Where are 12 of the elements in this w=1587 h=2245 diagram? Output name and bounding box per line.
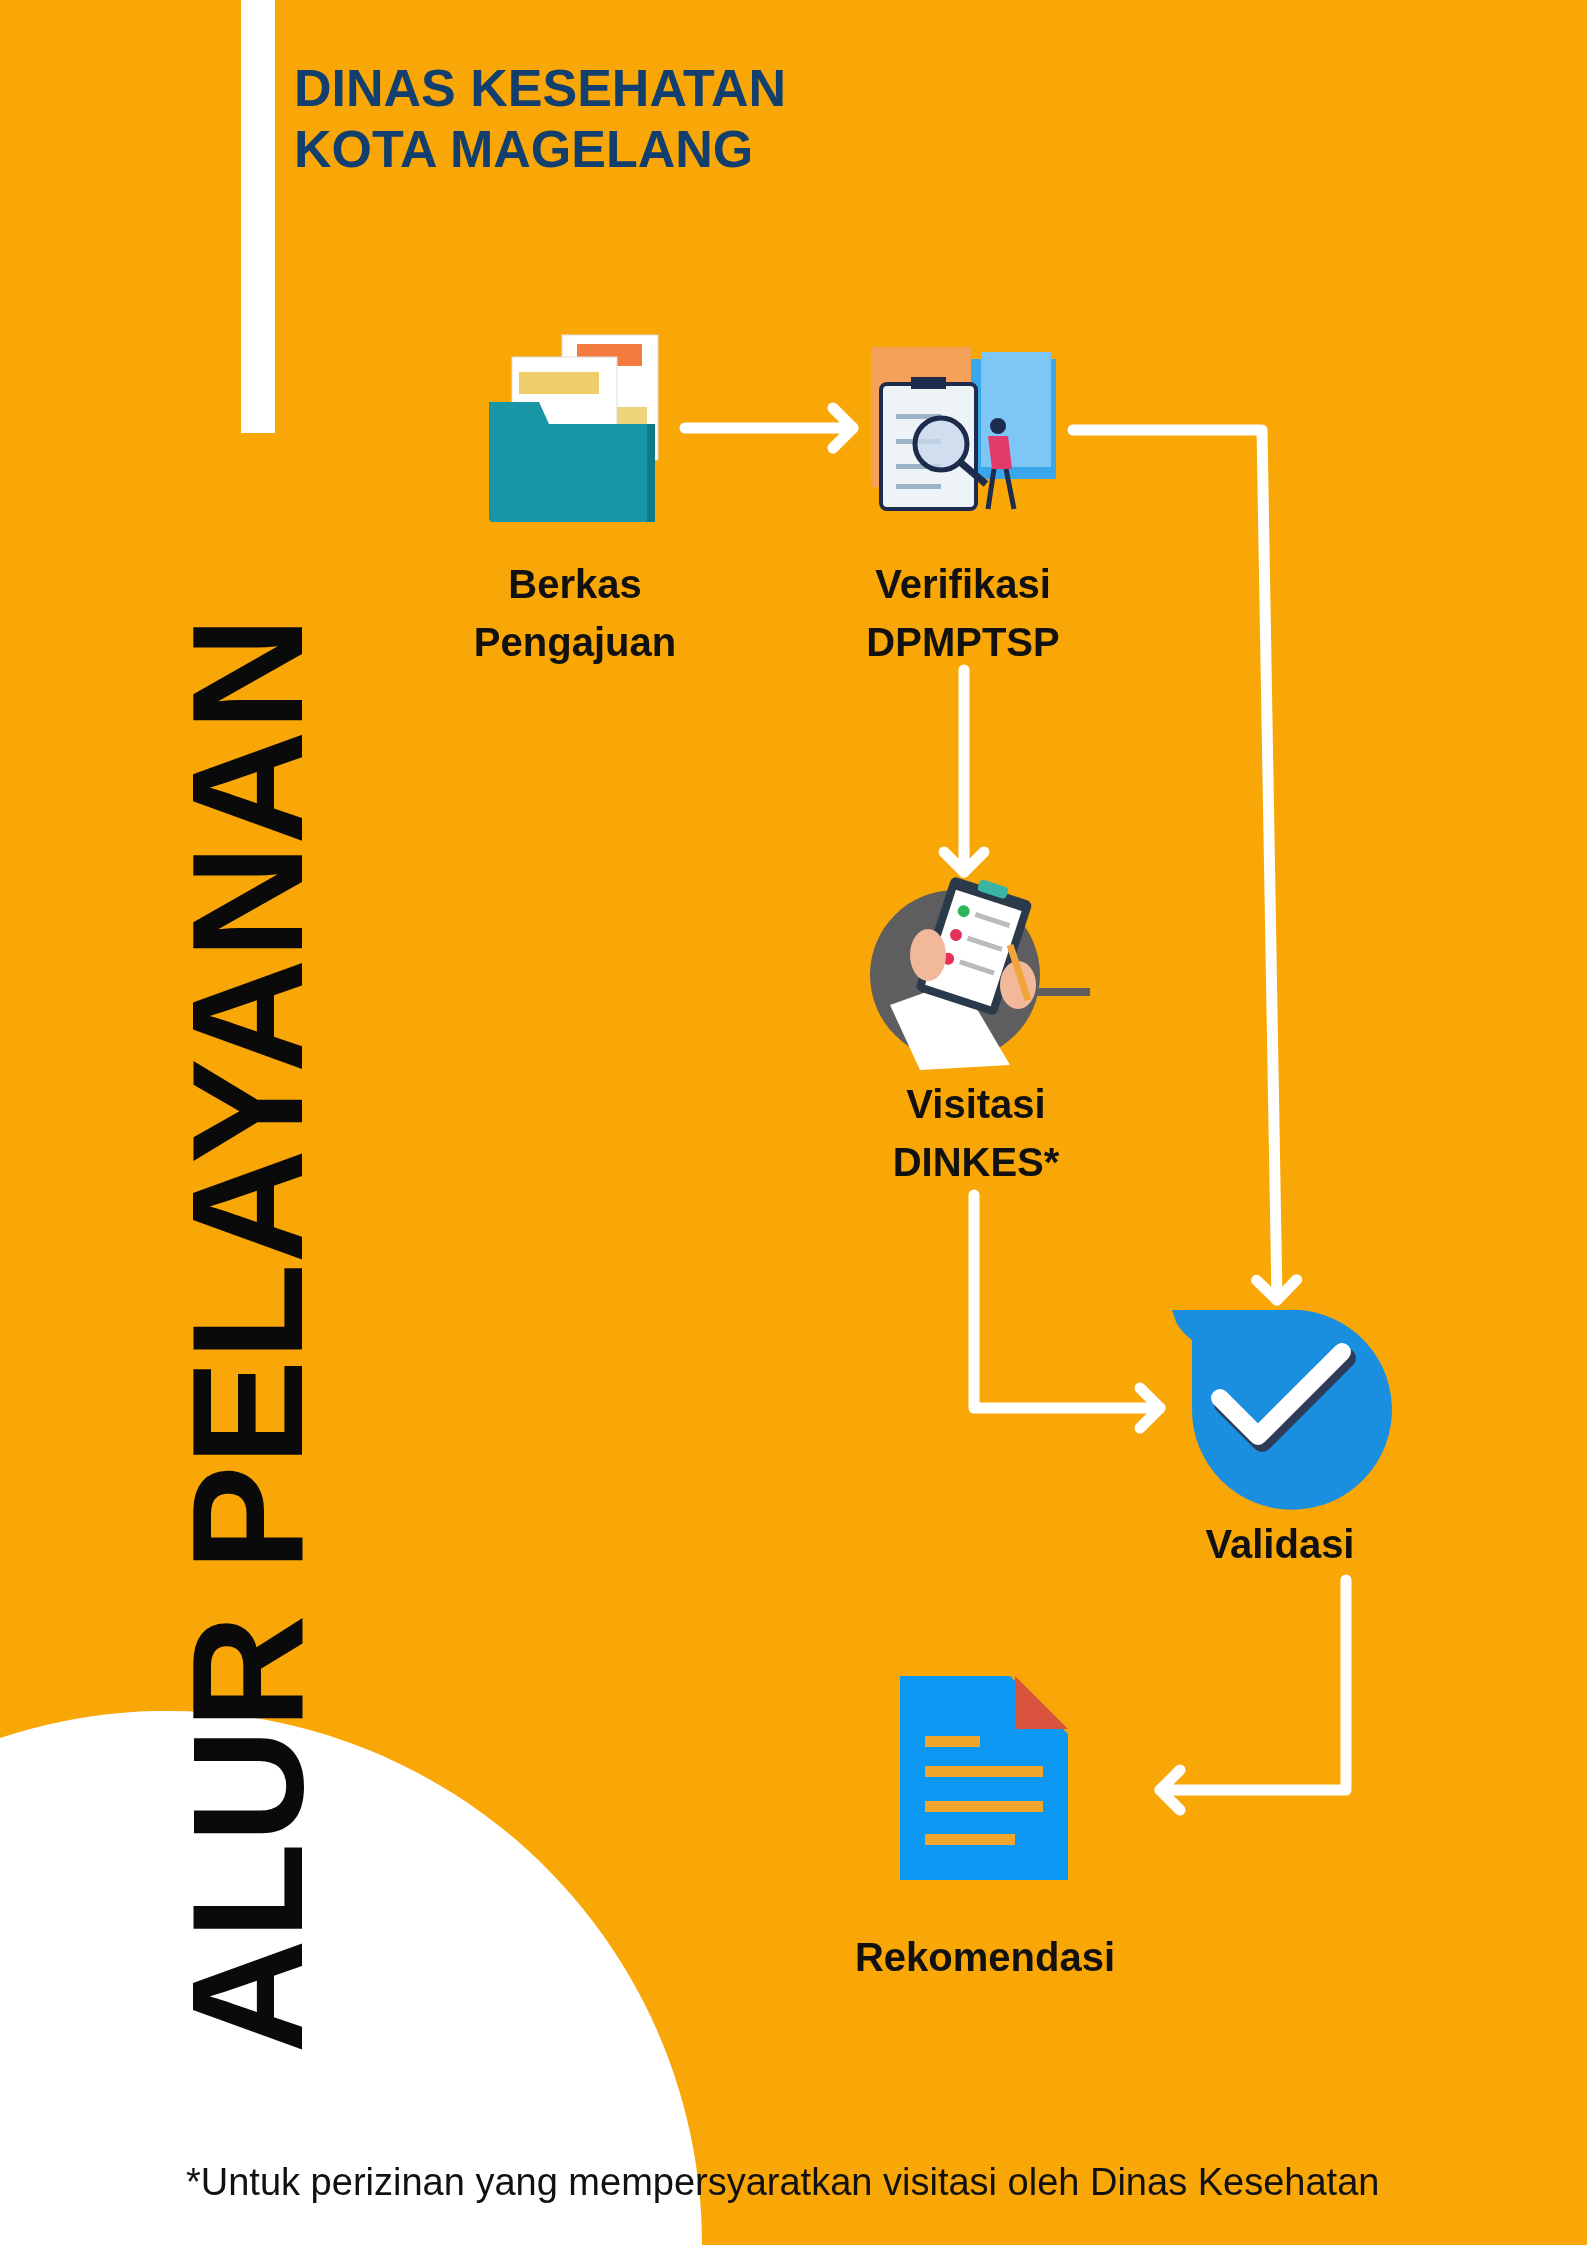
arrow: [938, 664, 990, 878]
arrow: [968, 1189, 1166, 1434]
arrow: [1067, 424, 1303, 1306]
step-label: Validasi: [1204, 1521, 1356, 1568]
step-label: Berkas Pengajuan: [472, 561, 678, 666]
step-label: Verifikasi DPMPTSP: [865, 561, 1061, 666]
organization-name: DINAS KESEHATAN KOTA MAGELANG: [294, 58, 788, 180]
step-label: Visitasi DINKES*: [891, 1081, 1061, 1186]
arrow: [1154, 1574, 1352, 1816]
step-label: Rekomendasi: [853, 1934, 1117, 1981]
page-title: ALUR PELAYANAN: [167, 615, 327, 2056]
arrow: [679, 402, 859, 454]
